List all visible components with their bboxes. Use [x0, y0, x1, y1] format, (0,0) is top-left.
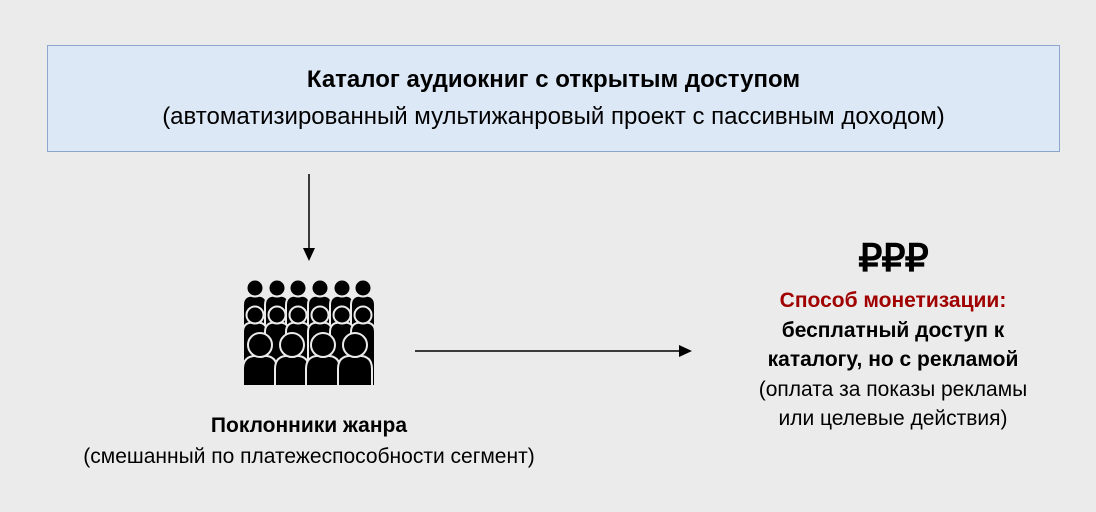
- audience-subtitle: (смешанный по платежеспособности сегмент…: [83, 445, 535, 468]
- monetization-line-3: (оплата за показы рекламы: [758, 377, 1028, 401]
- person-shape: [274, 332, 310, 387]
- monetization-block: Способ монетизации: бесплатный доступ к …: [693, 286, 1093, 434]
- audience-block: Поклонники жанра (смешанный по платежесп…: [9, 410, 609, 472]
- monetization-label: Способ монетизации:: [779, 289, 1007, 312]
- ruble-icon: ₽₽₽: [858, 238, 929, 280]
- person-shape: [305, 332, 341, 387]
- arrow-right: [415, 345, 692, 357]
- person-shape: [337, 332, 373, 387]
- person-shape: [242, 332, 278, 387]
- project-title: Каталог аудиокниг с открытым доступом: [306, 66, 801, 93]
- monetization-line-4: или целевые действия): [778, 407, 1008, 430]
- project-box: Каталог аудиокниг с открытым доступом (а…: [47, 45, 1060, 152]
- monetization-line-2: каталогу, но с рекламой: [767, 348, 1019, 371]
- crowd-icon: [242, 278, 376, 387]
- project-subtitle: (автоматизированный мультижанровый проек…: [162, 103, 945, 130]
- audience-title: Поклонники жанра: [210, 414, 408, 437]
- monetization-line-1: бесплатный доступ к: [781, 318, 1005, 342]
- arrow-down: [303, 174, 315, 261]
